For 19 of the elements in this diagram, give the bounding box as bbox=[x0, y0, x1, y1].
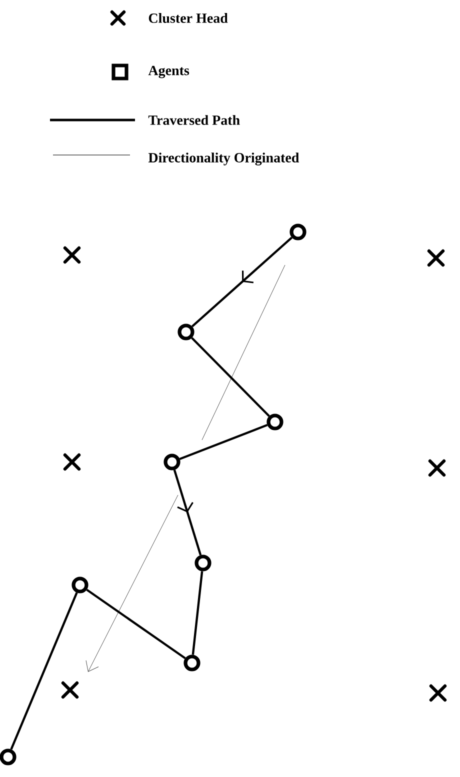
agent-node bbox=[72, 576, 88, 594]
path-line bbox=[191, 236, 293, 328]
agent-node bbox=[184, 654, 200, 672]
path-line bbox=[191, 337, 270, 417]
legend-label: Agents bbox=[148, 66, 190, 78]
path-line bbox=[192, 571, 204, 655]
path-line bbox=[179, 424, 268, 460]
legend-label: Traversed Path bbox=[148, 115, 240, 125]
agent-node bbox=[194, 554, 212, 572]
agent-node bbox=[0, 748, 16, 766]
agent-node bbox=[178, 324, 194, 340]
agent-node bbox=[164, 454, 180, 470]
legend-label: Directionality Originated bbox=[148, 152, 300, 166]
legend-label: Cluster Head bbox=[148, 13, 228, 23]
path-line bbox=[10, 592, 78, 750]
path-line bbox=[86, 588, 186, 660]
agent-node bbox=[290, 224, 306, 240]
agent-node bbox=[266, 414, 284, 430]
path-line bbox=[173, 470, 202, 556]
